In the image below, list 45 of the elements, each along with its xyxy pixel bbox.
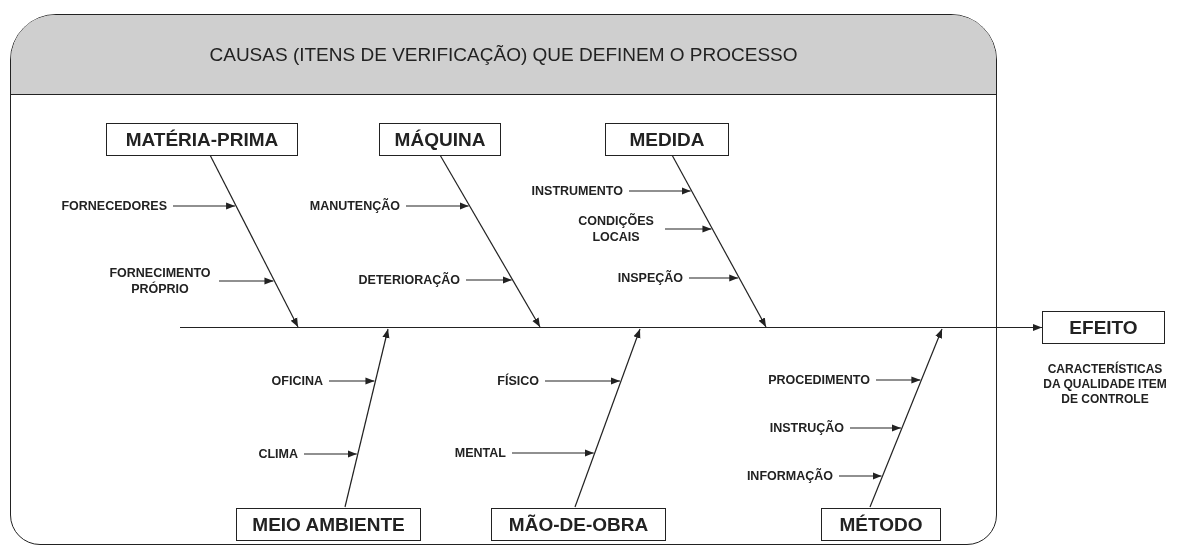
cause-label: INSTRUÇÃO [769, 419, 850, 437]
arrow [465, 276, 513, 284]
arrow [328, 377, 376, 385]
cause-label: FORNECIMENTO PRÓPRIO [107, 264, 219, 298]
effect-box: EFEITO [1042, 311, 1165, 344]
arrow [838, 472, 883, 480]
arrow [849, 424, 902, 432]
cause-label: INSTRUMENTO [531, 182, 629, 200]
cause-label: FORNECEDORES [61, 197, 173, 215]
category-box: MEIO AMBIENTE [236, 508, 421, 541]
arrow [628, 187, 692, 195]
category-box: MATÉRIA-PRIMA [106, 123, 298, 156]
bone-arrow [574, 328, 641, 508]
header-band: CAUSAS (ITENS DE VERIFICAÇÃO) QUE DEFINEM O PROCESSO [11, 15, 996, 95]
arrow [405, 202, 470, 210]
cause-label: FÍSICO [497, 372, 545, 390]
bone-arrow [869, 328, 943, 508]
arrow [875, 376, 921, 384]
cause-label: MENTAL [454, 444, 512, 462]
arrow [688, 274, 739, 282]
spine-arrow [179, 323, 1043, 332]
bone-arrow [344, 328, 390, 508]
bone-arrow [671, 154, 767, 328]
arrow [303, 450, 358, 458]
cause-label: CLIMA [258, 445, 304, 463]
category-box: MÁQUINA [379, 123, 501, 156]
category-box: MEDIDA [605, 123, 729, 156]
category-box: MÉTODO [821, 508, 941, 541]
bone-arrow [439, 154, 541, 328]
arrow [218, 277, 275, 285]
caption-text: CARACTERÍSTICAS DA QUALIDADE ITEM DE CONTROLE [1042, 362, 1168, 407]
cause-label: OFICINA [271, 372, 329, 390]
frame-panel [10, 14, 997, 545]
category-box: MÃO-DE-OBRA [491, 508, 666, 541]
cause-label: DETERIORAÇÃO [358, 271, 466, 289]
cause-label: INSPEÇÃO [617, 269, 689, 287]
arrow [544, 377, 621, 385]
cause-label: INFORMAÇÃO [746, 467, 839, 485]
arrow [511, 449, 595, 457]
bone-arrow [209, 154, 299, 328]
arrow [664, 225, 713, 233]
cause-label: MANUTENÇÃO [309, 197, 406, 215]
cause-label: CONDIÇÕES LOCAIS [573, 212, 665, 246]
cause-label: PROCEDIMENTO [768, 371, 876, 389]
arrow [172, 202, 236, 210]
